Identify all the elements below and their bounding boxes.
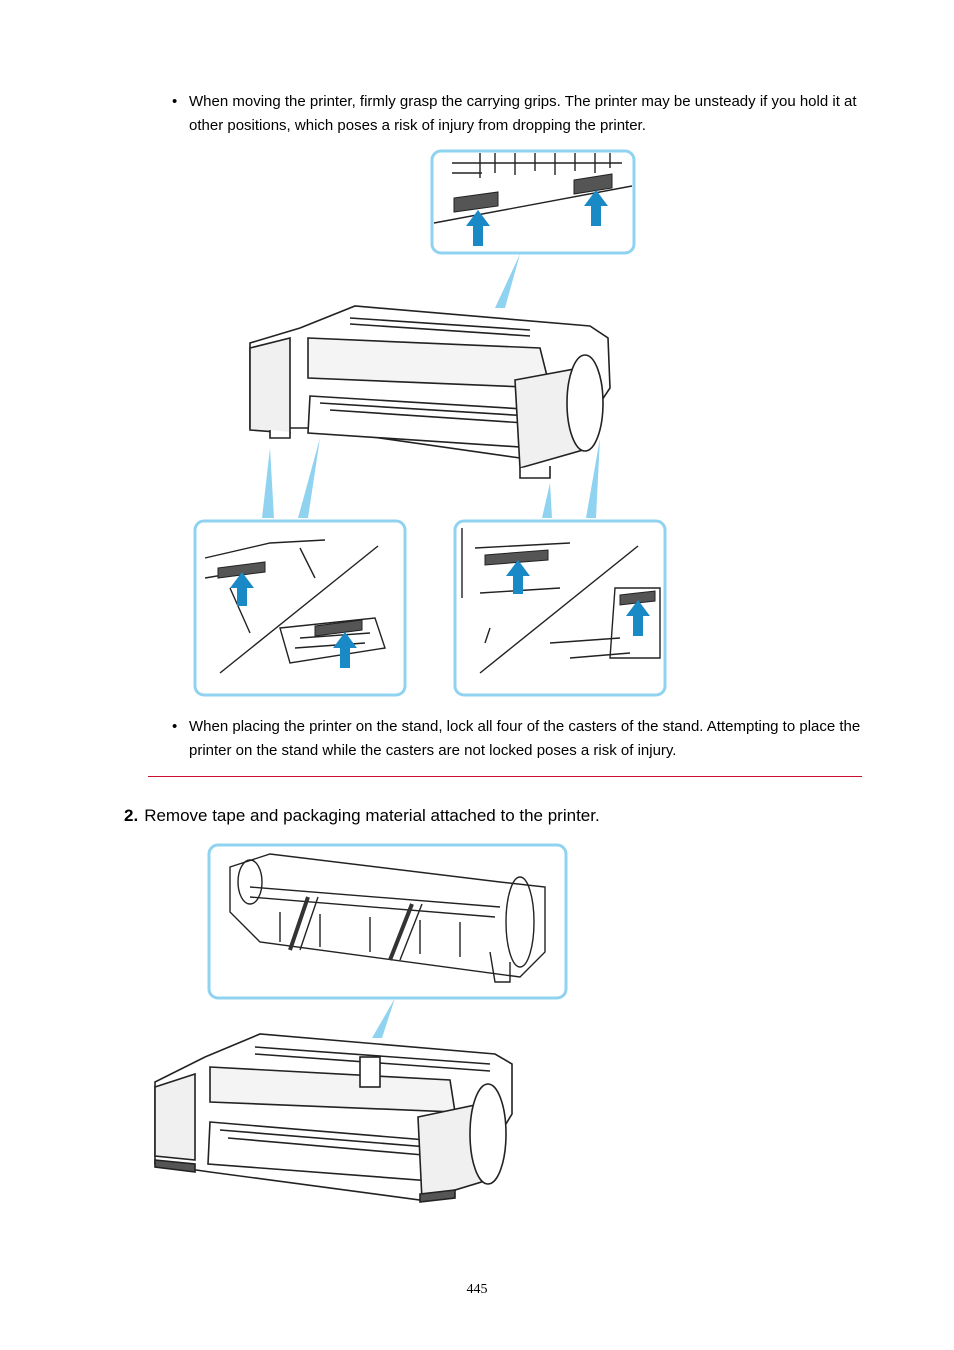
bullet-text: When placing the printer on the stand, l… [189, 718, 861, 759]
bullet-text: When moving the printer, firmly grasp th… [189, 93, 857, 134]
grip-handle-icon [217, 561, 363, 637]
up-arrow-icon [230, 572, 357, 668]
bullet-dot: • [172, 718, 178, 735]
caution-separator [148, 776, 862, 777]
step-2: 2. Remove tape and packaging material att… [124, 805, 600, 827]
grip-handle-icon [484, 549, 656, 606]
step-number: 2. [124, 806, 139, 825]
top-grip-callout [430, 149, 636, 255]
printer-icon [249, 305, 611, 479]
page-number: 445 [466, 1282, 488, 1297]
packaging-tape-icon [288, 896, 414, 961]
tape-removal-illustration [154, 843, 568, 1203]
callout-connector [372, 998, 395, 1038]
printer-icon [154, 1033, 513, 1203]
bullet-dot: • [172, 93, 178, 110]
caution-bullet-carrying-grips: • When moving the printer, firmly grasp … [172, 90, 862, 137]
up-arrow-icon [506, 560, 650, 636]
up-arrow-icon [466, 190, 608, 246]
right-grip-callout [453, 519, 667, 697]
tape-callout [207, 843, 568, 1000]
grip-handle-icon [453, 173, 613, 213]
callout-connectors [262, 254, 600, 518]
left-grip-callout [193, 519, 407, 697]
carrying-grips-illustration [193, 149, 667, 697]
step-text: Remove tape and packaging material attac… [144, 806, 600, 825]
caution-bullet-casters: • When placing the printer on the stand,… [172, 715, 862, 762]
